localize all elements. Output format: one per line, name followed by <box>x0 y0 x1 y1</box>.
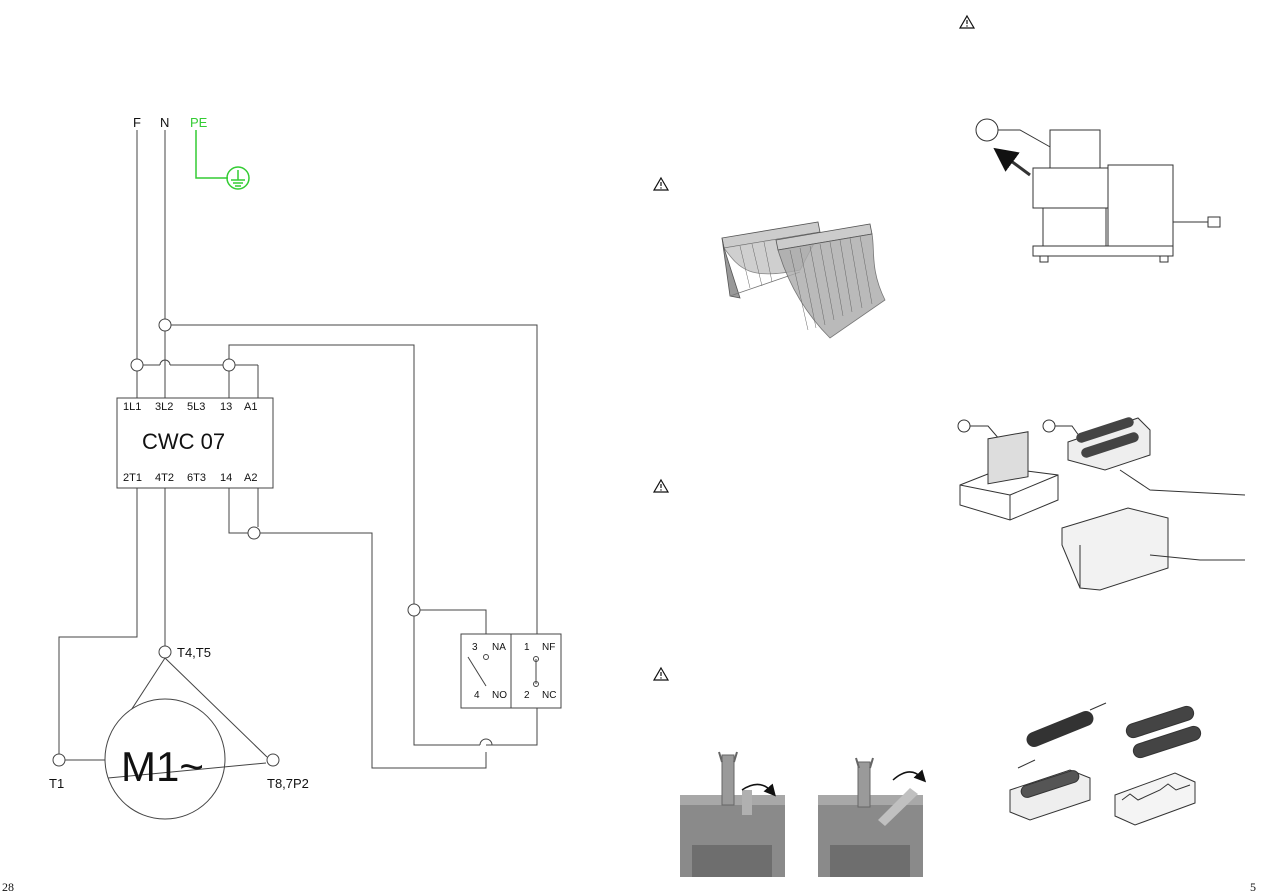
contactor-name: CWC 07 <box>142 429 225 454</box>
comb-blades-illustration <box>721 221 886 339</box>
terminal-5l3: 5L3 <box>187 401 205 413</box>
terminal-3l2: 3L2 <box>155 401 173 413</box>
accessories-illustration <box>957 417 1246 591</box>
machine-illustration <box>975 118 1221 263</box>
warning-icon <box>652 666 670 681</box>
rollers-illustration <box>1009 702 1202 826</box>
switch-num-4: 4 <box>474 690 480 701</box>
switch-num-3: 3 <box>472 642 478 653</box>
switch-label-na: NA <box>492 642 506 653</box>
earth-ground-icon <box>195 130 250 190</box>
terminal-1l1: 1L1 <box>123 401 141 413</box>
wiring-schematic <box>52 130 562 820</box>
page-number-right: 5 <box>1250 880 1256 893</box>
switch-label-nf: NF <box>542 642 555 653</box>
motor-name: M1~ <box>121 743 204 790</box>
terminal-4t2: 4T2 <box>155 472 174 484</box>
terminal-a1: A1 <box>244 401 257 413</box>
lever-photo-left <box>680 751 785 877</box>
switch-num-2: 2 <box>524 690 530 701</box>
phase-label: F <box>133 115 141 130</box>
motor-terminal-t45: T4,T5 <box>177 645 211 660</box>
switch-label-no: NO <box>492 690 507 701</box>
warning-icon <box>958 14 976 29</box>
warning-icon <box>652 176 670 191</box>
switch-label-nc: NC <box>542 690 556 701</box>
lever-photo-right <box>818 757 927 877</box>
motor-terminal-t87: T8,7P2 <box>267 776 309 791</box>
motor-terminal-t1: T1 <box>49 776 64 791</box>
terminal-14: 14 <box>220 472 232 484</box>
contactor-top-terminals: 1L1 3L2 5L3 13 A1 <box>123 401 257 413</box>
terminal-a2: A2 <box>244 472 257 484</box>
terminal-13: 13 <box>220 401 232 413</box>
switch-labels: 3 NA 4 NO 1 NF 2 NC <box>472 642 556 701</box>
switch-num-1: 1 <box>524 642 530 653</box>
terminal-2t1: 2T1 <box>123 472 142 484</box>
page-number-left: 28 <box>2 880 14 893</box>
neutral-label: N <box>160 115 169 130</box>
terminal-6t3: 6T3 <box>187 472 206 484</box>
earth-label: PE <box>190 115 208 130</box>
warning-icon <box>652 478 670 493</box>
contactor-bottom-terminals: 2T1 4T2 6T3 14 A2 <box>123 472 257 484</box>
